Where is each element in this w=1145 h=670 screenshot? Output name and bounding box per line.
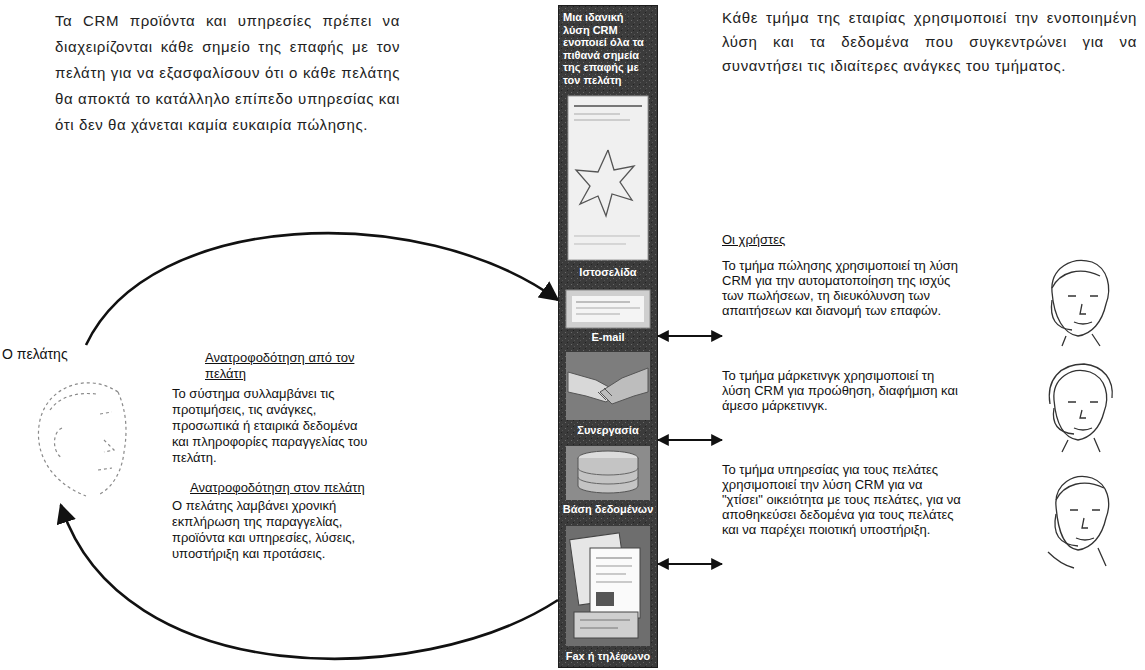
column-heading: Μια ιδανική λύση CRM ενοποιεί όλα τα πιθ… (559, 6, 657, 91)
web-page-picture (576, 150, 634, 216)
customer-node: Ο πελάτης (2, 345, 142, 505)
double-arrow (658, 563, 722, 565)
channel-label: Ιστοσελίδα (558, 266, 658, 279)
documents-picture (580, 628, 618, 629)
feedback-arrow (86, 233, 558, 345)
customer-face (98, 412, 114, 470)
sales-person-face (1051, 300, 1072, 330)
documents-picture (596, 582, 632, 583)
handshake-picture (598, 388, 612, 400)
marketing-person-face (1049, 364, 1112, 452)
column-ground (558, 5, 658, 668)
service-person-face (1056, 483, 1104, 500)
customer-face (38, 383, 126, 496)
email-picture (572, 296, 644, 322)
web-page-picture (574, 120, 630, 121)
documents-picture (574, 612, 638, 638)
web-page-picture (574, 236, 640, 237)
email-picture (576, 302, 630, 303)
department-box: Το τμήμα μάρκετινγκ χρησιμοποιεί τη λύση… (722, 368, 1122, 450)
database-picture (566, 446, 650, 500)
marketing-person-face (1054, 370, 1107, 440)
marketing-person-face (1062, 438, 1100, 452)
email-picture (566, 290, 650, 328)
channel-label: Βάση δεδομένων (558, 503, 658, 516)
web-page-picture (568, 96, 648, 260)
sales-person-face (1068, 296, 1098, 324)
channel-label: E-mail (558, 331, 658, 344)
customer-label: Ο πελάτης (2, 346, 68, 363)
intro-note: Τα CRM προϊόντα και υπηρεσίες πρέπει να … (55, 8, 400, 138)
feedback-heading: Ανατροφοδότηση στον πελάτη (190, 480, 375, 496)
email-picture (576, 308, 640, 309)
marketing-person-face (1049, 364, 1112, 404)
feedback-heading: Ανατροφοδότηση από τον πελάτη (205, 350, 370, 382)
database-picture (566, 446, 650, 500)
documents-picture (566, 526, 650, 646)
database-picture (578, 458, 638, 493)
channel-label: Συνεργασία (558, 424, 658, 437)
handshake-picture (600, 368, 648, 404)
double-arrow (658, 439, 722, 441)
customer-face (50, 394, 96, 410)
customer-face (55, 428, 63, 458)
documents-picture (596, 592, 614, 606)
users-heading: Οι χρήστες (722, 232, 785, 248)
sales-person-face (1052, 260, 1109, 336)
channel-label: Fax ή τηλέφωνο (558, 650, 658, 663)
department-text: Το τμήμα πώλησης χρησιμοποιεί τη λύση CR… (722, 258, 962, 318)
sales-person-face (1051, 260, 1108, 346)
service-person-face (1070, 510, 1100, 540)
service-person-face (1055, 514, 1078, 546)
intro-note: Κάθε τμήμα της εταιρίας χρησιμοποιεί την… (722, 6, 1137, 78)
email-picture (576, 314, 620, 315)
marketing-person-face (1053, 408, 1074, 434)
service-person-face (1048, 476, 1109, 568)
web-page-picture (574, 105, 642, 107)
department-box: Το τμήμα υπηρεσίας για τους πελάτες χρησ… (722, 462, 1122, 574)
department-text: Το τμήμα μάρκετινγκ χρησιμοποιεί τη λύση… (722, 368, 962, 413)
double-arrow (658, 335, 722, 337)
documents-picture (596, 574, 626, 575)
database-picture (578, 468, 638, 484)
sales-person-face (1052, 271, 1100, 288)
documents-picture (566, 526, 650, 646)
documents-picture (596, 558, 632, 559)
handshake-picture (566, 352, 650, 420)
feedback-text: Το σύστημα συλλαμβάνει τις προτιμήσεις, … (172, 386, 372, 466)
documents-picture (580, 620, 630, 621)
web-page-picture (574, 244, 626, 245)
customer-face (100, 392, 126, 494)
web-page-picture (574, 114, 620, 115)
customer-face (38, 383, 118, 496)
department-text: Το τμήμα υπηρεσίας για τους πελάτες χρησ… (722, 462, 962, 537)
service-person-face (1048, 548, 1106, 568)
column-ground (558, 5, 658, 668)
sales-person-face (1062, 334, 1100, 346)
service-person-face (1056, 476, 1109, 550)
web-page-picture (568, 96, 648, 260)
documents-picture (596, 566, 632, 567)
marketing-person-face (1068, 402, 1098, 430)
documents-picture (590, 548, 640, 618)
handshake-picture (566, 352, 650, 420)
feedback-text: Ο πελάτης λαμβάνει χρονική εκπλήρωση της… (172, 498, 372, 562)
email-picture (566, 290, 650, 328)
department-box: Το τμήμα πώλησης χρησιμοποιεί τη λύση CR… (722, 258, 1122, 346)
